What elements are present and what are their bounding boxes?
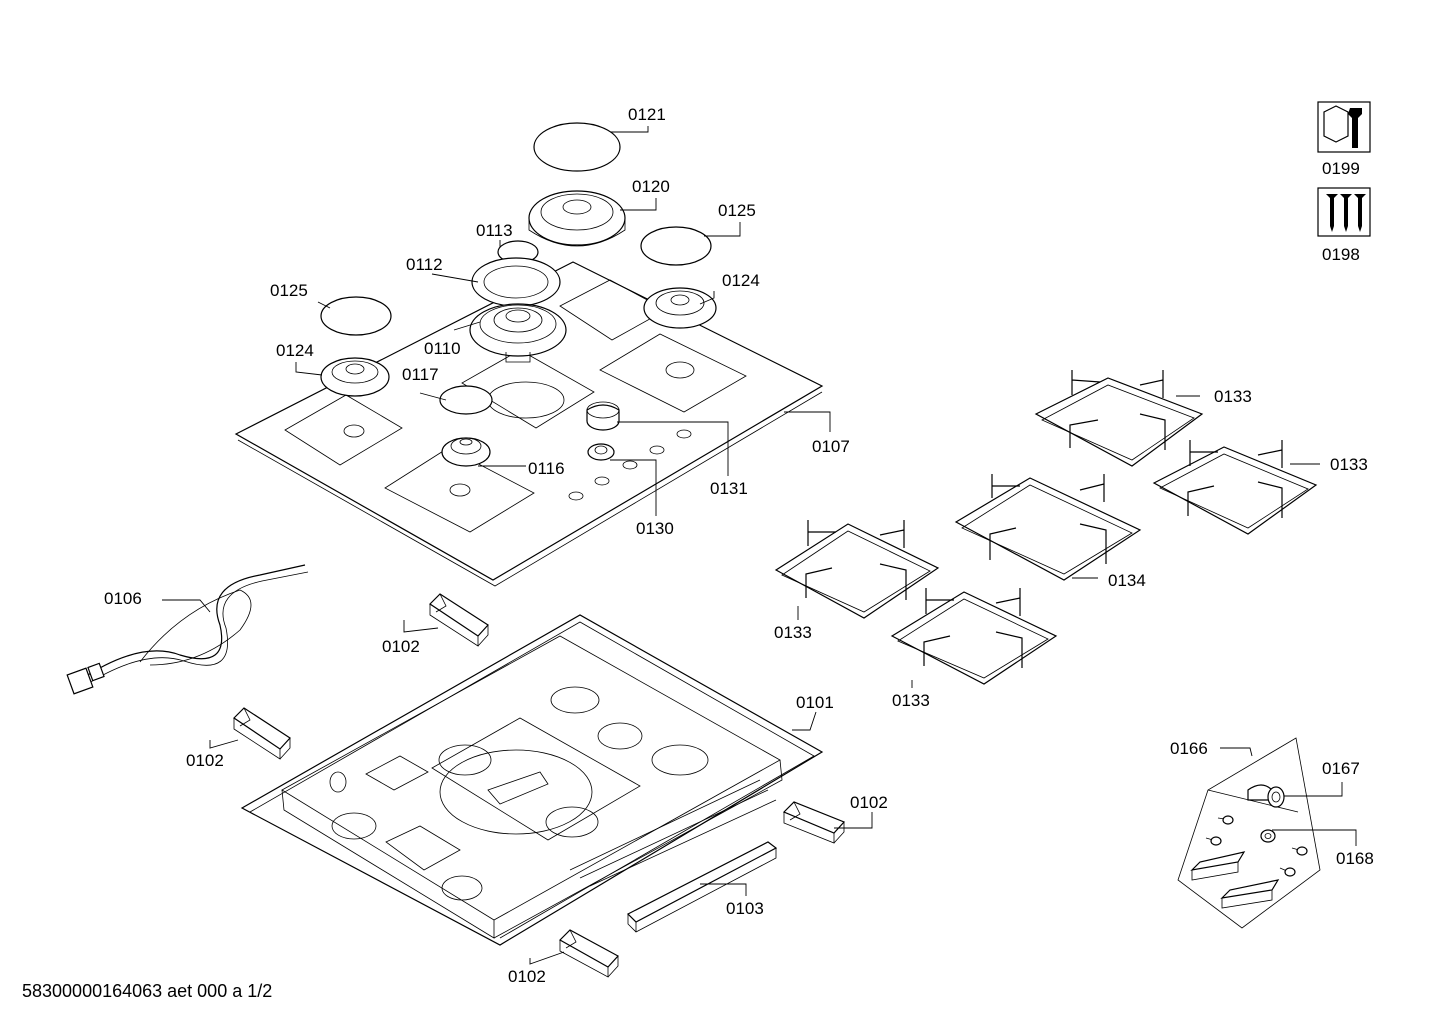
seal-strip [626, 841, 778, 933]
burner-head-right [643, 287, 717, 329]
label-0102-left: 0102 [186, 751, 224, 770]
burner-head-left [320, 357, 390, 397]
screws-icon [1317, 187, 1371, 237]
label-0102-top: 0102 [382, 637, 420, 656]
label-0130: 0130 [636, 519, 674, 538]
label-0124-right: 0124 [722, 271, 760, 290]
label-0131: 0131 [710, 479, 748, 498]
label-0125-right: 0125 [718, 201, 756, 220]
sealing-washer [1260, 829, 1276, 843]
burner-head-small [441, 437, 491, 467]
label-0103: 0103 [726, 899, 764, 918]
burner-cap-left [320, 296, 392, 336]
power-cable [66, 564, 309, 695]
label-0116: 0116 [528, 459, 565, 478]
screws [1205, 815, 1308, 877]
label-0113: 0113 [476, 221, 513, 240]
label-0133-top: 0133 [1214, 387, 1252, 406]
label-0102-bottom: 0102 [508, 967, 546, 986]
pan-support-bottom [890, 588, 1058, 685]
pan-support-center [954, 474, 1142, 581]
part-labels: 0121 0120 0125 0113 0112 0125 0124 0110 … [104, 105, 1374, 986]
burner-cap-medium [439, 385, 493, 415]
kit-bracket-2 [1220, 879, 1280, 909]
wok-burner [469, 303, 567, 363]
label-0102-right: 0102 [850, 793, 888, 812]
burner-cap-right [640, 226, 712, 266]
label-0133-left: 0133 [774, 623, 812, 642]
label-0121: 0121 [628, 105, 666, 124]
label-0168: 0168 [1336, 849, 1374, 868]
label-0198: 0198 [1322, 245, 1360, 264]
label-0117: 0117 [402, 365, 439, 384]
base-tray [240, 614, 824, 946]
label-0107: 0107 [812, 437, 850, 456]
label-0110: 0110 [424, 339, 461, 358]
wok-ring [471, 257, 561, 307]
gas-elbow-fitting [1247, 784, 1285, 808]
mounting-bracket-4 [559, 929, 619, 978]
wrench-nut-icon [1317, 101, 1371, 153]
label-0125-left: 0125 [270, 281, 308, 300]
kit-bracket-1 [1190, 851, 1246, 881]
knob-bezel [587, 443, 615, 461]
label-0124-left: 0124 [276, 341, 314, 360]
label-0120: 0120 [632, 177, 670, 196]
label-0166: 0166 [1170, 739, 1208, 758]
label-0133-bottom: 0133 [892, 691, 930, 710]
burner-head-large [528, 190, 626, 247]
pan-support-left [774, 520, 940, 619]
label-0167: 0167 [1322, 759, 1360, 778]
mounting-bracket-3 [782, 801, 846, 844]
document-id: 58300000164063 aet 000 a 1/2 [22, 981, 273, 1001]
mounting-bracket-2 [233, 707, 291, 760]
burner-cap-large [533, 122, 621, 172]
label-0106: 0106 [104, 589, 142, 608]
label-0112: 0112 [406, 255, 443, 274]
control-knob [586, 401, 620, 431]
pan-support-top [1034, 370, 1204, 467]
mounting-bracket-1 [429, 593, 489, 647]
label-0134: 0134 [1108, 571, 1146, 590]
leader-lines [162, 126, 1357, 965]
label-0199: 0199 [1322, 159, 1360, 178]
label-0133-right: 0133 [1330, 455, 1368, 474]
conversion-kit [1177, 737, 1321, 929]
pan-support-right [1152, 440, 1318, 535]
label-0101: 0101 [796, 693, 834, 712]
